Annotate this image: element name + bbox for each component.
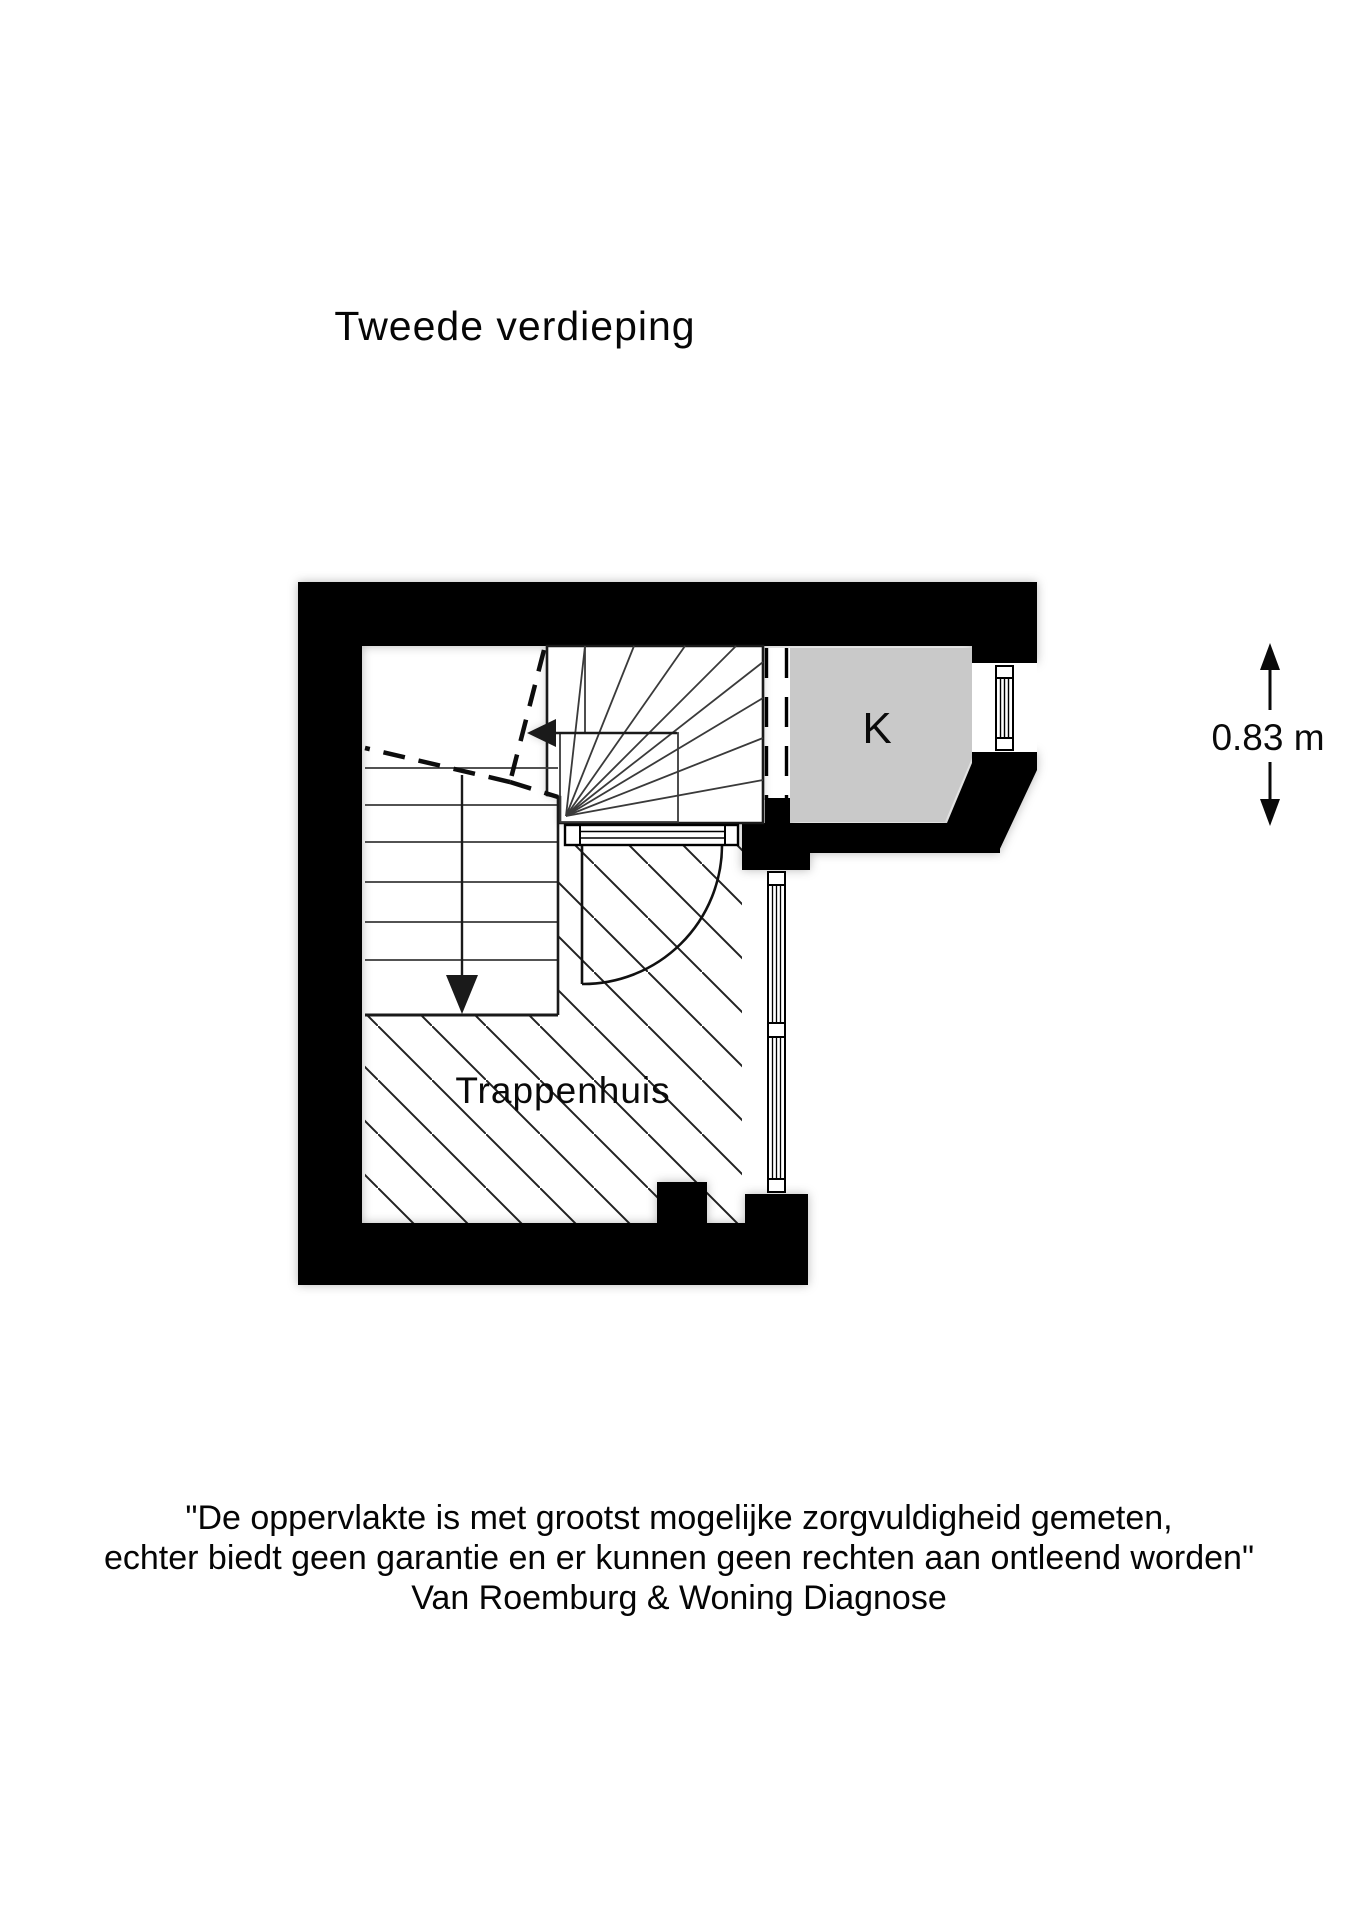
wall-bottom <box>298 1223 808 1285</box>
wall-top-window-ledge <box>972 645 1037 663</box>
disclaimer-line-3: Van Roemburg & Woning Diagnose <box>411 1579 947 1617</box>
door-sill <box>563 823 740 847</box>
headroom-dashed-lines <box>364 649 559 800</box>
dashed-partition <box>763 648 790 800</box>
wall-top <box>298 582 1037 646</box>
stairs-winder <box>527 644 765 825</box>
wall-right-diagonal <box>947 752 1037 853</box>
wall-bottom-notch <box>657 1182 707 1227</box>
page-title: Tweede verdieping <box>334 303 696 349</box>
window-stairwell <box>767 871 786 1193</box>
window-stairwell-transom <box>767 1022 786 1038</box>
winder-direction-arrow <box>527 719 677 747</box>
walls <box>298 582 1037 1285</box>
wall-bottom-right-block <box>745 1194 808 1285</box>
stairwell-label: Trappenhuis <box>455 1070 670 1111</box>
window-stairwell-cap-bottom <box>767 1178 786 1193</box>
window-k <box>972 663 1037 752</box>
window-k-cap-bottom <box>995 737 1014 751</box>
disclaimer-line-1: "De oppervlakte is met grootst mogelijke… <box>185 1499 1173 1537</box>
door-arc <box>581 845 724 986</box>
room-k-label: K <box>862 704 891 753</box>
room-k-floor <box>790 648 972 822</box>
stairs-straight-flight <box>365 767 560 1017</box>
wall-door-pier <box>742 823 810 870</box>
disclaimer-line-2: echter biedt geen garantie en er kunnen … <box>103 1539 1255 1577</box>
window-k-cap-top <box>995 665 1014 679</box>
dimension-arrow-up <box>1260 643 1280 670</box>
dimension-arrow-down <box>1260 799 1280 826</box>
window-stairwell-cap-top <box>767 871 786 886</box>
dimension-marker: 0.83 m <box>1211 643 1325 826</box>
disclaimer-text: "De oppervlakte is met grootst mogelijke… <box>0 1498 1358 1618</box>
stairwell-hatched-floor <box>365 845 742 1223</box>
wall-divider-post <box>765 797 790 825</box>
dimension-label: 0.83 m <box>1211 717 1324 758</box>
flight-down-arrow <box>446 775 478 1014</box>
door-swing <box>580 845 724 986</box>
wall-left <box>298 582 362 1285</box>
